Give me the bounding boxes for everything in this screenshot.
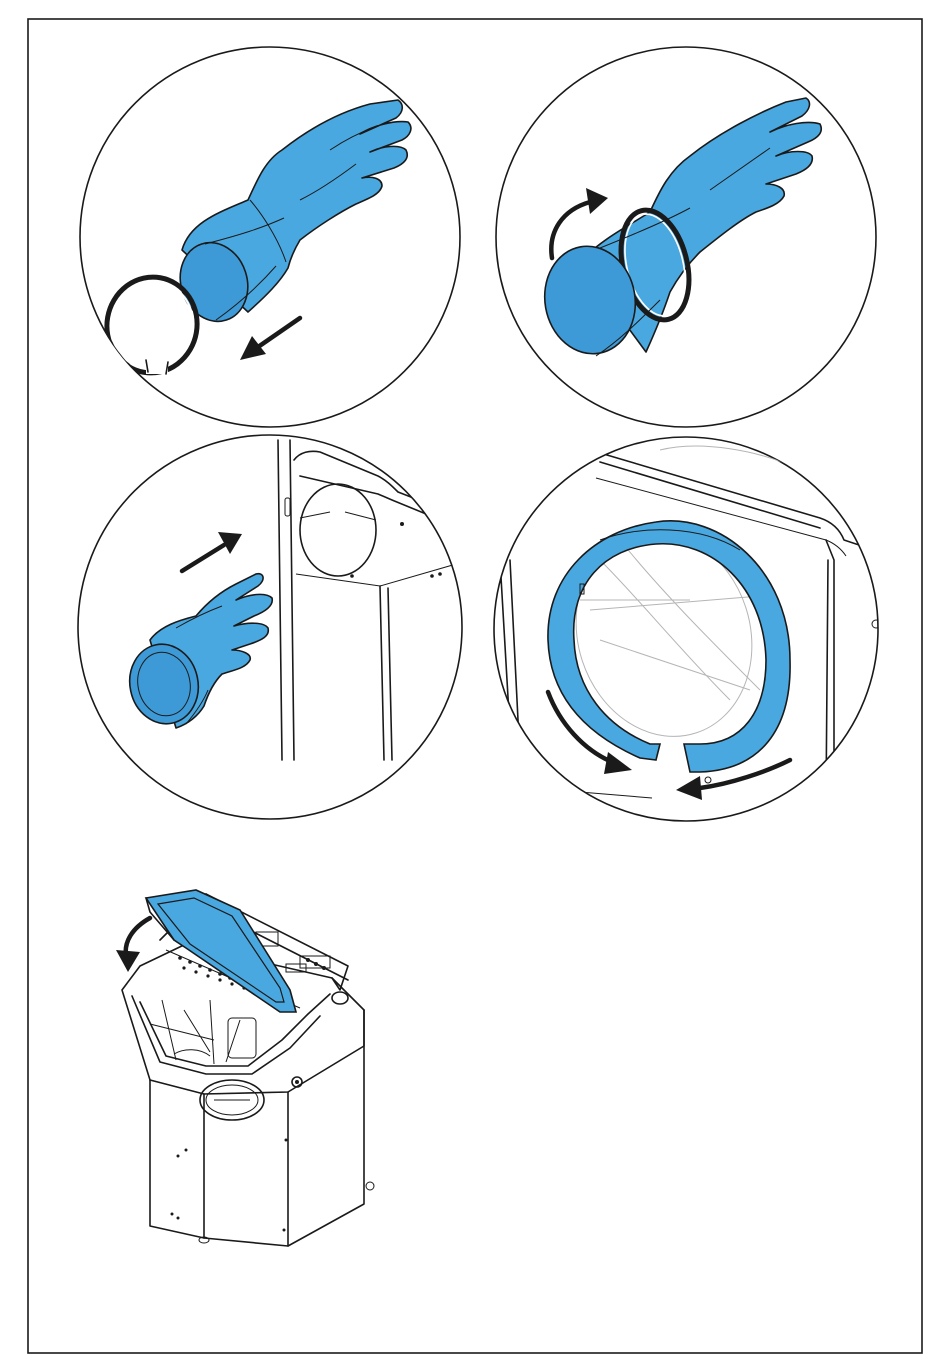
step-2-glove xyxy=(536,98,821,361)
step-4-panel xyxy=(494,437,880,821)
step-1-glove xyxy=(99,100,411,380)
arrow-up-right-icon xyxy=(182,532,242,571)
step-3-panel xyxy=(78,435,470,819)
porthole xyxy=(300,484,376,576)
step-2-panel xyxy=(496,47,876,427)
step-5-cabinet xyxy=(116,890,374,1246)
arrow-down-left-icon xyxy=(240,318,300,360)
step-4-scene xyxy=(500,446,880,800)
step-3-circle xyxy=(78,435,462,819)
step-1-panel xyxy=(80,47,460,427)
step-3-scene xyxy=(122,440,470,760)
